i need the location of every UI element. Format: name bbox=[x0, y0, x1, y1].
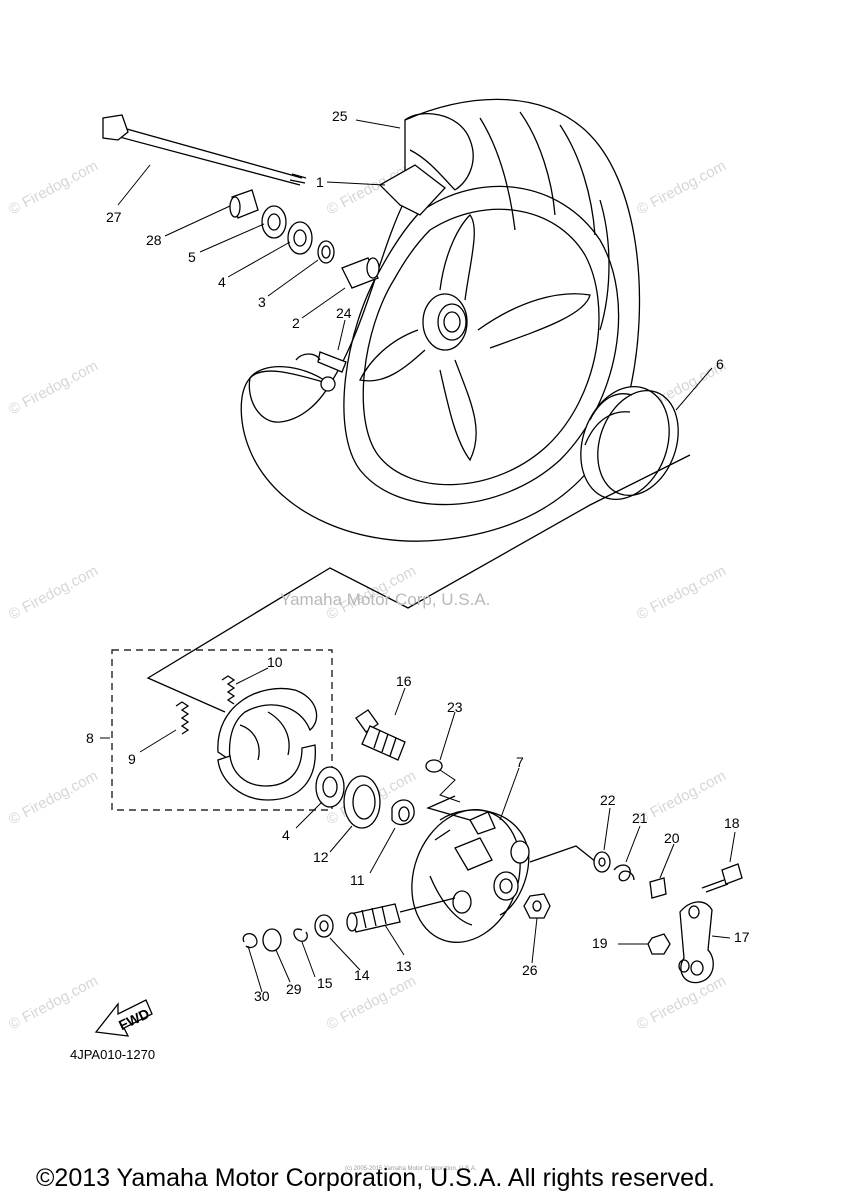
label-16: 16 bbox=[396, 673, 412, 689]
site-watermark: © Firedog.com bbox=[324, 972, 419, 1033]
label-17: 17 bbox=[734, 929, 750, 945]
label-13: 13 bbox=[396, 958, 412, 974]
fine-print: (c) 2005-2015 Yamaha Motor Corporation, … bbox=[345, 1166, 477, 1172]
label-23: 23 bbox=[447, 699, 463, 715]
site-watermark: © Firedog.com bbox=[6, 157, 101, 218]
site-watermark: © Firedog.com bbox=[634, 562, 729, 623]
label-8: 8 bbox=[86, 730, 94, 746]
label-25: 25 bbox=[332, 108, 348, 124]
label-12: 12 bbox=[313, 849, 329, 865]
wheel-drawing bbox=[102, 98, 641, 542]
label-10: 10 bbox=[267, 654, 283, 670]
label-27: 27 bbox=[106, 209, 122, 225]
fwd-label: FWD bbox=[116, 1005, 152, 1033]
label-28: 28 bbox=[146, 232, 162, 248]
label-15: 15 bbox=[317, 975, 333, 991]
site-watermark: © Firedog.com bbox=[6, 357, 101, 418]
copyright-notice: ©2013 Yamaha Motor Corporation, U.S.A. A… bbox=[36, 1164, 715, 1192]
label-3: 3 bbox=[258, 294, 266, 310]
site-watermark: © Firedog.com bbox=[634, 972, 729, 1033]
site-watermark: © Firedog.com bbox=[6, 767, 101, 828]
corp-watermark: Yamaha Motor Corp, U.S.A. bbox=[280, 590, 490, 609]
label-29: 29 bbox=[286, 981, 302, 997]
label-26: 26 bbox=[522, 962, 538, 978]
label-9: 9 bbox=[128, 751, 136, 767]
label-6: 6 bbox=[716, 356, 724, 372]
label-4a: 4 bbox=[218, 274, 226, 290]
label-7: 7 bbox=[516, 754, 524, 770]
fwd-arrow-icon: FWD bbox=[94, 999, 153, 1037]
site-watermark: © Firedog.com bbox=[634, 157, 729, 218]
diagram-code: 4JPA010-1270 bbox=[70, 1047, 155, 1062]
label-2: 2 bbox=[292, 315, 300, 331]
leader-lines bbox=[100, 119, 736, 993]
site-watermark: © Firedog.com bbox=[6, 972, 101, 1033]
label-18: 18 bbox=[724, 815, 740, 831]
label-1: 1 bbox=[316, 174, 324, 190]
label-14: 14 bbox=[354, 967, 370, 983]
site-watermark: © Firedog.com bbox=[6, 562, 101, 623]
label-19: 19 bbox=[592, 935, 608, 951]
label-4b: 4 bbox=[282, 827, 290, 843]
brake-plate-parts bbox=[242, 709, 743, 984]
label-24: 24 bbox=[336, 305, 352, 321]
label-11: 11 bbox=[350, 872, 365, 888]
label-21: 21 bbox=[632, 810, 648, 826]
label-22: 22 bbox=[600, 792, 616, 808]
site-watermark: © Firedog.com bbox=[634, 767, 729, 828]
connector-lines bbox=[146, 454, 691, 713]
part-labels: 25 1 27 28 5 4 3 2 24 6 10 16 23 8 9 7 2… bbox=[86, 108, 750, 1004]
label-30: 30 bbox=[254, 988, 270, 1004]
brake-shoe-group bbox=[111, 649, 333, 811]
label-5: 5 bbox=[188, 249, 196, 265]
label-20: 20 bbox=[664, 830, 680, 846]
